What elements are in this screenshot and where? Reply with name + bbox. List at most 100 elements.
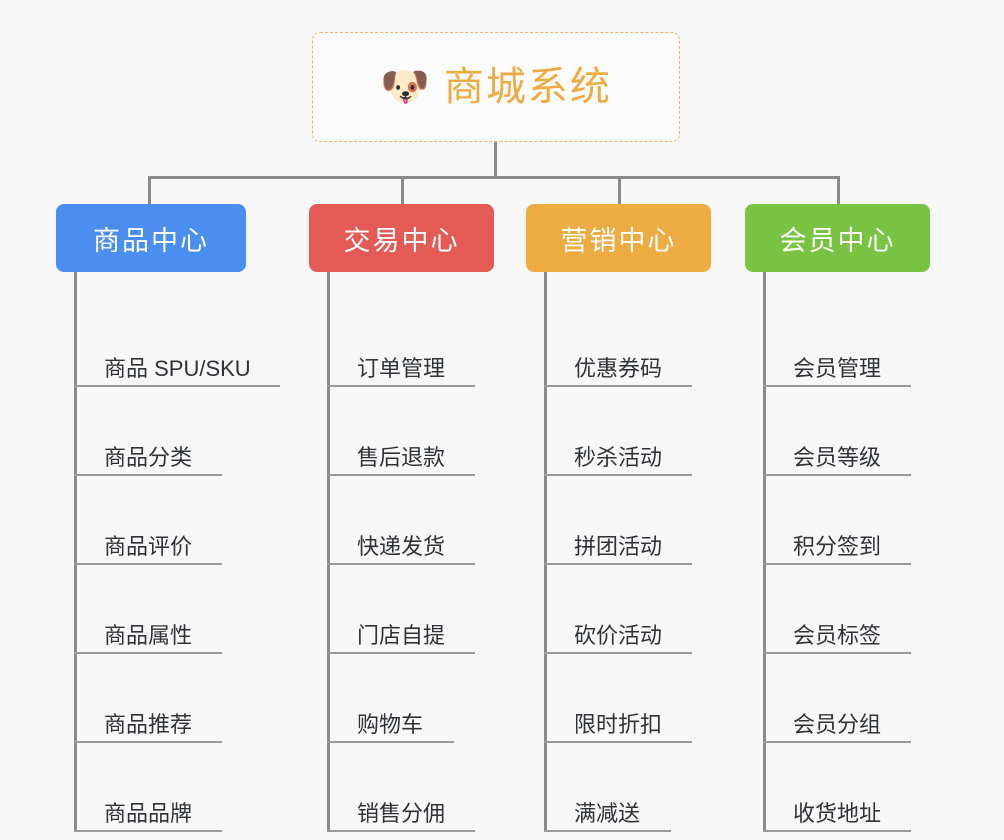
column-spine [74, 272, 77, 832]
branch-connector-3 [618, 176, 621, 206]
column-header-label: 商品中心 [93, 225, 209, 256]
leaf-list-product-center: 商品 SPU/SKU 商品分类 商品评价 商品属性 商品推荐 商品品牌 [74, 272, 280, 832]
leaf-item[interactable]: 会员管理 [763, 298, 930, 387]
leaf-item-label: 售后退款 [357, 444, 446, 470]
column-spine [544, 272, 547, 832]
leaf-underline [74, 830, 222, 832]
shiba-dog-emoji-icon: 🐶 [380, 65, 430, 109]
leaf-underline [327, 652, 475, 654]
leaf-item[interactable]: 商品属性 [74, 565, 246, 654]
leaf-item-label: 购物车 [357, 711, 424, 737]
leaf-item[interactable]: 积分签到 [763, 476, 930, 565]
leaf-underline [763, 652, 911, 654]
leaf-underline [544, 474, 692, 476]
leaf-underline [327, 563, 475, 565]
leaf-underline [763, 385, 911, 387]
column-header-marketing-center[interactable]: 营销中心 [526, 204, 711, 272]
horizontal-bus-connector [148, 176, 840, 179]
column-header-label: 会员中心 [779, 225, 896, 256]
branch-connector-4 [837, 176, 840, 206]
branch-connector-2 [401, 176, 404, 206]
leaf-underline [544, 385, 692, 387]
leaf-item-label: 优惠券码 [574, 355, 663, 381]
leaf-item-label: 商品分类 [104, 444, 193, 470]
leaf-item-label: 限时折扣 [574, 711, 663, 737]
leaf-underline [763, 563, 911, 565]
leaf-item[interactable]: 收货地址 [763, 743, 930, 832]
leaf-item[interactable]: 满减送 [544, 743, 711, 832]
leaf-underline [74, 385, 280, 387]
leaf-list-marketing-center: 优惠券码 秒杀活动 拼团活动 砍价活动 限时折扣 满减送 [544, 272, 711, 832]
leaf-item[interactable]: 拼团活动 [544, 476, 711, 565]
leaf-item-label: 门店自提 [357, 622, 446, 648]
leaf-item[interactable]: 订单管理 [327, 298, 494, 387]
leaf-item[interactable]: 商品评价 [74, 476, 246, 565]
column-header-label: 交易中心 [343, 225, 460, 256]
leaf-item-label: 会员等级 [793, 444, 882, 470]
leaf-underline [327, 385, 475, 387]
leaf-underline [763, 741, 911, 743]
branch-connector-1 [148, 176, 151, 206]
leaf-list-trade-center: 订单管理 售后退款 快递发货 门店自提 购物车 销售分佣 [327, 272, 494, 832]
leaf-item[interactable]: 优惠券码 [544, 298, 711, 387]
leaf-item-label: 会员管理 [793, 355, 882, 381]
leaf-item-label: 订单管理 [357, 355, 446, 381]
leaf-item-label: 砍价活动 [574, 622, 663, 648]
leaf-item-label: 商品推荐 [104, 711, 193, 737]
leaf-item-label: 商品 SPU/SKU [104, 355, 251, 381]
leaf-underline [544, 830, 671, 832]
leaf-item[interactable]: 售后退款 [327, 387, 494, 476]
leaf-item-label: 销售分佣 [357, 800, 446, 826]
leaf-item-label: 快递发货 [357, 533, 446, 559]
leaf-item[interactable]: 砍价活动 [544, 565, 711, 654]
leaf-item[interactable]: 会员分组 [763, 654, 930, 743]
root-node[interactable]: 🐶 商城系统 [312, 32, 680, 142]
leaf-item[interactable]: 会员标签 [763, 565, 930, 654]
leaf-item-label: 秒杀活动 [574, 444, 663, 470]
root-node-title: 商城系统 [443, 65, 612, 109]
leaf-item-label: 会员分组 [793, 711, 882, 737]
leaf-item-label: 商品品牌 [104, 800, 193, 826]
leaf-underline [544, 652, 692, 654]
column-header-label: 营销中心 [560, 225, 677, 256]
leaf-underline [327, 474, 475, 476]
leaf-item[interactable]: 限时折扣 [544, 654, 711, 743]
leaf-underline [763, 474, 911, 476]
column-header-member-center[interactable]: 会员中心 [745, 204, 930, 272]
leaf-item[interactable]: 购物车 [327, 654, 494, 743]
leaf-item[interactable]: 商品 SPU/SKU [74, 298, 280, 387]
leaf-underline [544, 741, 692, 743]
leaf-item-label: 会员标签 [793, 622, 882, 648]
leaf-underline [327, 830, 475, 832]
leaf-underline [74, 652, 222, 654]
leaf-item[interactable]: 秒杀活动 [544, 387, 711, 476]
leaf-underline [763, 830, 911, 832]
leaf-list-member-center: 会员管理 会员等级 积分签到 会员标签 会员分组 收货地址 [763, 272, 930, 832]
leaf-item-label: 商品属性 [104, 622, 193, 648]
leaf-underline [74, 474, 222, 476]
leaf-item[interactable]: 商品分类 [74, 387, 246, 476]
column-trade-center: 交易中心 订单管理 售后退款 快递发货 门店自提 购物车 [309, 204, 494, 832]
leaf-item[interactable]: 快递发货 [327, 476, 494, 565]
leaf-item-label: 收货地址 [793, 800, 882, 826]
column-spine [763, 272, 766, 832]
leaf-item[interactable]: 商品品牌 [74, 743, 246, 832]
column-member-center: 会员中心 会员管理 会员等级 积分签到 会员标签 会员分组 [745, 204, 930, 832]
leaf-underline [74, 741, 222, 743]
leaf-item-label: 积分签到 [793, 533, 882, 559]
leaf-item[interactable]: 会员等级 [763, 387, 930, 476]
leaf-item[interactable]: 商品推荐 [74, 654, 246, 743]
leaf-underline [544, 563, 692, 565]
leaf-item-label: 满减送 [574, 800, 641, 826]
leaf-item[interactable]: 销售分佣 [327, 743, 494, 832]
column-header-product-center[interactable]: 商品中心 [56, 204, 246, 272]
leaf-item-label: 商品评价 [104, 533, 193, 559]
column-marketing-center: 营销中心 优惠券码 秒杀活动 拼团活动 砍价活动 限时折扣 [526, 204, 711, 832]
leaf-underline [327, 741, 454, 743]
column-header-trade-center[interactable]: 交易中心 [309, 204, 494, 272]
root-stem-connector [494, 142, 497, 178]
column-spine [327, 272, 330, 832]
leaf-item-label: 拼团活动 [574, 533, 663, 559]
leaf-item[interactable]: 门店自提 [327, 565, 494, 654]
